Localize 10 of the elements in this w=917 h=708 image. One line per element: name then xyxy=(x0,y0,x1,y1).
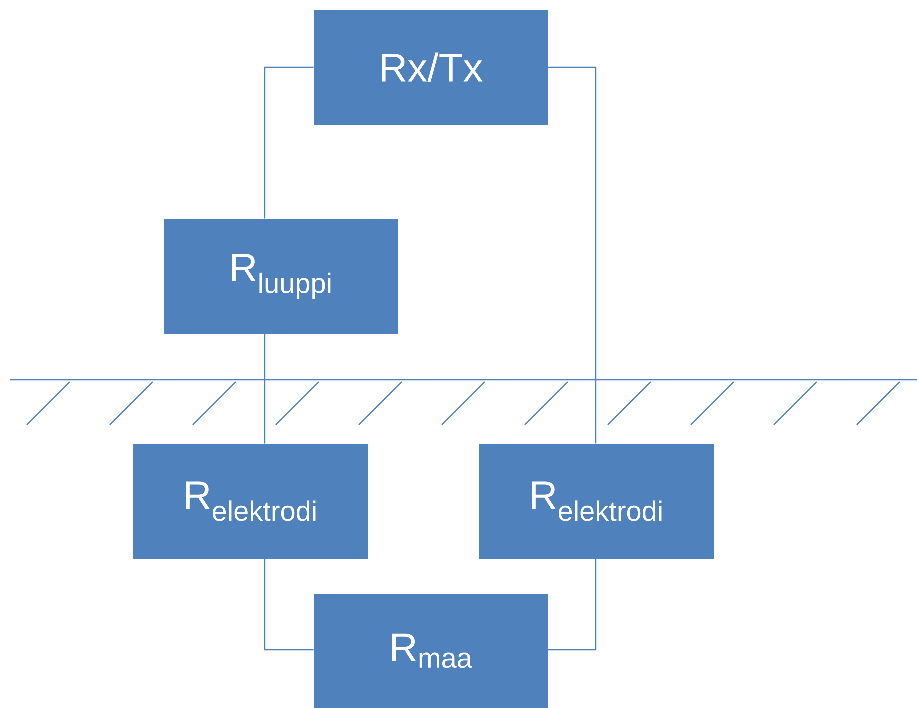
resistor-box: $\mathrm{R}_{\mathrm{luuppi}}$ xyxy=(164,219,398,334)
connector-line xyxy=(548,66,597,444)
connector-line xyxy=(264,334,266,444)
resistor-box: $\mathrm{R}_{\mathrm{maa}}$ xyxy=(314,594,548,708)
connector-line xyxy=(548,559,597,651)
resistor-box: $\mathrm{R}_{\mathrm{elektrodi}}$ xyxy=(133,444,368,559)
resistor-box: Rx/Tx xyxy=(314,10,548,125)
connector-line xyxy=(264,559,314,651)
connector-line xyxy=(264,66,314,219)
resistor-box: $\mathrm{R}_{\mathrm{elektrodi}}$ xyxy=(479,444,714,559)
